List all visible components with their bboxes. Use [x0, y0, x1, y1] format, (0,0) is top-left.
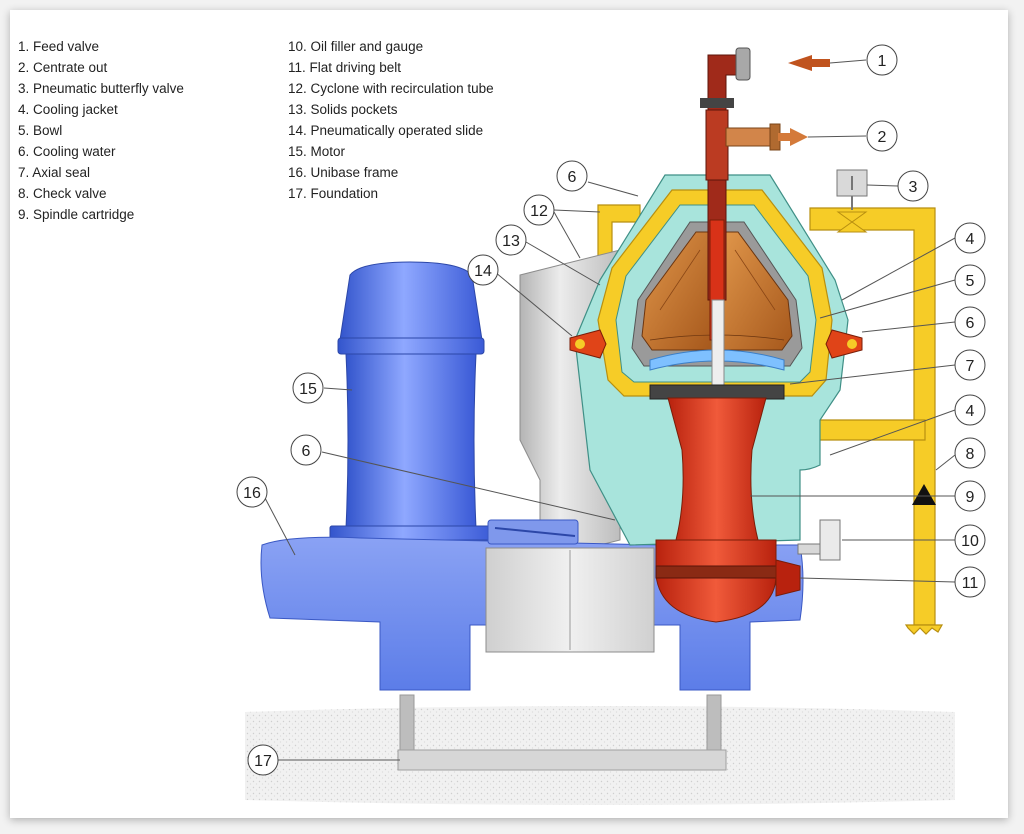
callout-6a: 6 — [954, 306, 986, 338]
legend-item: 17. Foundation — [288, 186, 379, 201]
feed-arrow — [788, 55, 830, 71]
svg-text:8: 8 — [966, 446, 975, 463]
callout-17: 17 — [247, 744, 279, 776]
legend-item: 12. Cyclone with recirculation tube — [288, 81, 494, 96]
legend-item: 1. Feed valve — [18, 39, 100, 54]
callout-1: 1 — [866, 44, 898, 76]
callout-4b: 4 — [954, 394, 986, 426]
callout-2: 2 — [866, 120, 898, 152]
legend-item: 4. Cooling jacket — [18, 102, 118, 117]
svg-text:6: 6 — [568, 169, 577, 186]
callouts: 1 2 3 4 5 6 7 4 8 9 10 11 6 12 13 14 15 … — [236, 44, 986, 776]
leader-lines — [264, 59, 956, 761]
svg-text:14: 14 — [474, 263, 492, 280]
callout-14: 14 — [467, 254, 499, 286]
svg-text:13: 13 — [502, 233, 520, 250]
figure-card — [10, 10, 1008, 818]
callout-6b: 6 — [556, 160, 588, 192]
legend-item: 6. Cooling water — [18, 144, 116, 159]
spindle-cartridge — [649, 384, 801, 623]
butterfly-valve — [836, 169, 868, 233]
svg-text:7: 7 — [966, 358, 975, 375]
callout-15: 15 — [292, 372, 324, 404]
svg-text:9: 9 — [966, 489, 975, 506]
callout-11: 11 — [954, 566, 986, 598]
callout-12: 12 — [523, 194, 555, 226]
svg-text:6: 6 — [966, 315, 975, 332]
legend-item: 16. Unibase frame — [288, 165, 399, 180]
check-valve — [912, 484, 936, 505]
callout-13: 13 — [495, 224, 527, 256]
legend-item: 3. Pneumatic butterfly valve — [18, 81, 184, 96]
svg-text:5: 5 — [966, 273, 975, 290]
centrate-outlet — [725, 123, 781, 151]
callout-4: 4 — [954, 222, 986, 254]
svg-text:2: 2 — [878, 129, 887, 146]
legend-item: 14. Pneumatically operated slide — [288, 123, 484, 138]
svg-text:12: 12 — [530, 203, 548, 220]
spindle-shaft — [709, 219, 725, 391]
svg-text:3: 3 — [909, 179, 918, 196]
svg-text:4: 4 — [966, 231, 975, 248]
callout-8: 8 — [954, 437, 986, 469]
oil-filler — [797, 519, 841, 561]
svg-text:15: 15 — [299, 381, 317, 398]
pneumatic-slide — [569, 329, 863, 359]
legend-item: 7. Axial seal — [18, 165, 91, 180]
legend-item: 10. Oil filler and gauge — [288, 39, 424, 54]
legend-left: 1. Feed valve 2. Centrate out 3. Pneumat… — [18, 36, 184, 225]
legend-item: 8. Check valve — [18, 186, 107, 201]
legend-right: 10. Oil filler and gauge 11. Flat drivin… — [288, 36, 494, 204]
legend-item: 9. Spindle cartridge — [18, 207, 135, 222]
legend-item: 5. Bowl — [18, 123, 63, 138]
callout-6c: 6 — [290, 434, 322, 466]
centrate-arrow — [778, 128, 808, 146]
callout-10: 10 — [954, 524, 986, 556]
svg-text:11: 11 — [962, 575, 979, 592]
legend-item: 13. Solids pockets — [288, 102, 398, 117]
callout-16: 16 — [236, 476, 268, 508]
svg-text:10: 10 — [961, 533, 979, 550]
legend-item: 15. Motor — [288, 144, 346, 159]
svg-text:4: 4 — [966, 403, 975, 420]
callout-7: 7 — [954, 349, 986, 381]
callout-9: 9 — [954, 480, 986, 512]
cooling-pipe — [597, 204, 944, 635]
svg-text:17: 17 — [254, 753, 272, 770]
svg-text:16: 16 — [243, 485, 261, 502]
svg-text:6: 6 — [302, 443, 311, 460]
foundation — [245, 694, 955, 805]
motor — [329, 261, 493, 541]
legend-item: 2. Centrate out — [18, 60, 108, 75]
callout-3: 3 — [897, 170, 929, 202]
svg-text:1: 1 — [878, 53, 887, 70]
callout-5: 5 — [954, 264, 986, 296]
legend-item: 11. Flat driving belt — [288, 60, 402, 75]
